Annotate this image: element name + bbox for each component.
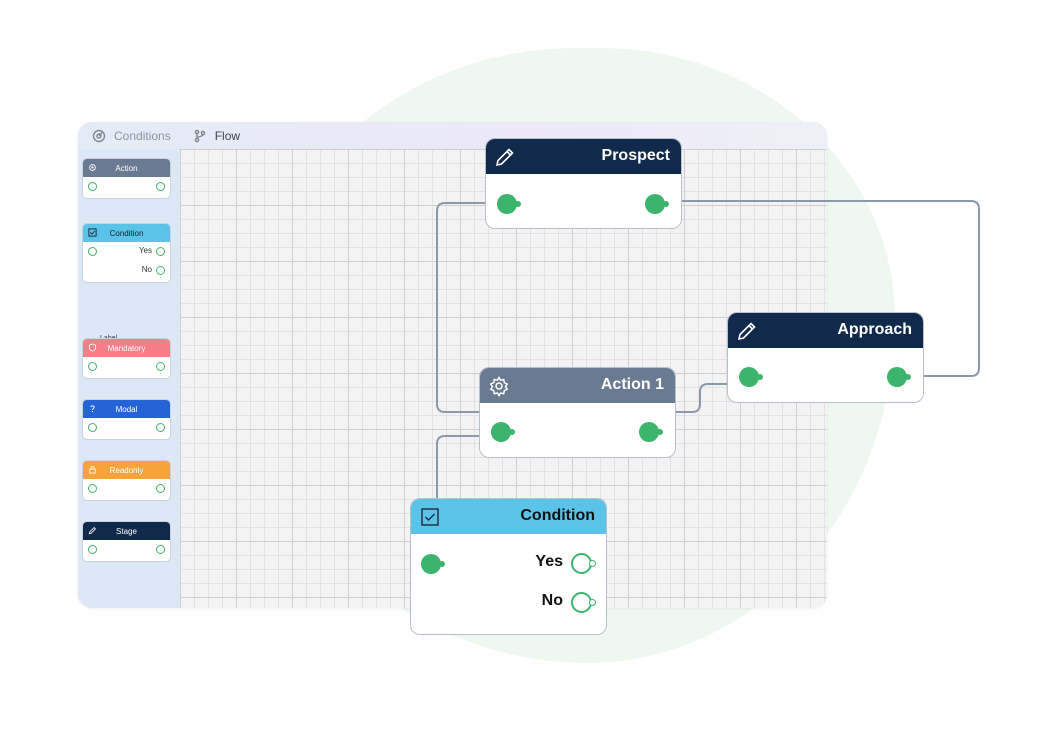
node-title: Action 1 <box>600 376 664 393</box>
input-port[interactable] <box>88 182 97 191</box>
input-port[interactable] <box>497 194 521 214</box>
node-title: Condition <box>520 507 595 524</box>
palette-item-mandatory[interactable]: Mandatory <box>82 338 171 379</box>
output-label-yes: Yes <box>535 553 563 570</box>
input-port[interactable] <box>739 367 763 387</box>
node-title: Prospect <box>601 147 670 164</box>
output-port[interactable] <box>156 423 165 432</box>
wire-condition-to-action1 <box>436 435 482 500</box>
node-title: Approach <box>837 321 912 338</box>
output-port[interactable] <box>639 422 663 442</box>
palette-item-stage[interactable]: Stage <box>82 521 171 562</box>
palette-item-label: Action <box>115 163 138 173</box>
output-label-no: No <box>541 592 563 609</box>
pencil-icon <box>737 322 756 341</box>
lock-icon <box>89 466 96 474</box>
palette-item-readonly[interactable]: Readonly <box>82 460 171 501</box>
tab-flow[interactable]: Flow <box>193 129 240 143</box>
input-port[interactable] <box>88 545 97 554</box>
palette-item-label: Readonly <box>109 465 144 475</box>
node-condition[interactable]: Condition Yes No <box>410 498 607 635</box>
checkbox-icon <box>88 228 97 237</box>
output-port-yes[interactable] <box>156 247 165 256</box>
input-port[interactable] <box>88 247 97 256</box>
pencil-icon <box>88 526 97 535</box>
input-port[interactable] <box>88 484 97 493</box>
palette-item-condition[interactable]: Condition Yes No <box>82 223 171 283</box>
output-port[interactable] <box>156 484 165 493</box>
wire-prospect-to-approach <box>680 200 980 377</box>
yes-label: Yes <box>138 246 152 255</box>
input-port[interactable] <box>491 422 515 442</box>
output-port[interactable] <box>645 194 669 214</box>
output-port[interactable] <box>156 362 165 371</box>
gear-icon <box>489 376 509 397</box>
checkbox-icon <box>421 508 439 526</box>
editor-topbar: Conditions Flow <box>78 122 827 149</box>
git-branch-icon <box>194 129 206 142</box>
target-icon <box>92 129 106 142</box>
input-port[interactable] <box>421 554 445 574</box>
output-port[interactable] <box>887 367 911 387</box>
no-label: No <box>141 265 152 274</box>
wire-action1-to-approach <box>673 383 730 413</box>
palette-item-action[interactable]: Action <box>82 158 171 199</box>
tab-conditions[interactable]: Conditions <box>92 129 171 143</box>
tab-flow-label: Flow <box>214 128 241 143</box>
output-port[interactable] <box>156 545 165 554</box>
palette-item-label: Modal <box>115 404 138 414</box>
output-port[interactable] <box>156 182 165 191</box>
node-palette: Action Condition Yes No Label Mandatory … <box>78 149 178 608</box>
shield-icon <box>88 343 97 352</box>
input-port[interactable] <box>88 362 97 371</box>
palette-item-label: Mandatory <box>107 343 146 353</box>
palette-item-modal[interactable]: Modal <box>82 399 171 440</box>
node-action-1[interactable]: Action 1 <box>479 367 676 458</box>
node-prospect[interactable]: Prospect <box>485 138 682 229</box>
output-port-no[interactable] <box>156 266 165 275</box>
input-port[interactable] <box>88 423 97 432</box>
node-approach[interactable]: Approach <box>727 312 924 403</box>
palette-item-label: Stage <box>116 526 137 536</box>
wire-action1-to-prospect <box>436 202 485 413</box>
pencil-icon <box>495 148 514 167</box>
tab-conditions-label: Conditions <box>114 128 171 143</box>
question-icon <box>90 405 95 413</box>
output-port-yes[interactable] <box>571 553 596 574</box>
gear-icon <box>89 164 96 171</box>
palette-item-label: Condition <box>109 228 144 238</box>
output-port-no[interactable] <box>571 592 596 613</box>
